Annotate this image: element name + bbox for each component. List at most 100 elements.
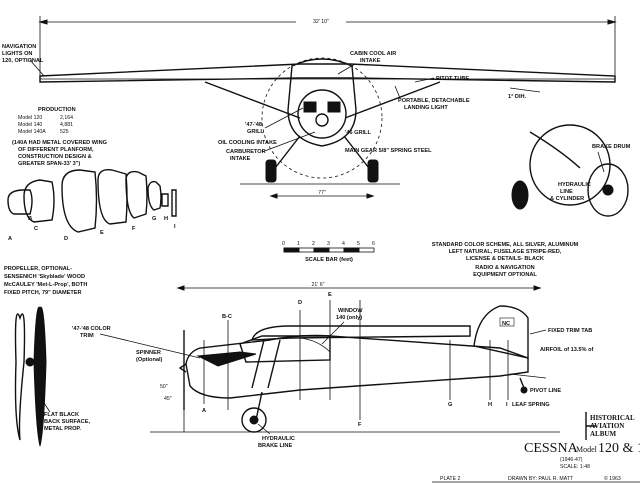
wing-side — [251, 325, 471, 341]
track-arrow-left — [269, 193, 278, 199]
spinner-side — [178, 363, 187, 373]
grill-right — [327, 101, 341, 113]
section-label-e: E — [100, 230, 104, 236]
window-label-2: 140 (only) — [336, 315, 362, 321]
propeller-detail: PROPELLER, OPTIONAL- SENSENICH 'Skyblade… — [4, 266, 90, 447]
production-count-1: 2,164 — [60, 115, 73, 121]
station-label-d: D — [298, 300, 302, 306]
fuselage-front — [287, 58, 357, 147]
strut-right — [344, 81, 441, 119]
section-label-a: A — [8, 236, 12, 242]
length-arrow-left — [176, 285, 185, 291]
carburetor-label-1: CARBURETOR — [226, 149, 266, 155]
station-label-bc: B-C — [222, 314, 232, 320]
section-label-c: C — [34, 226, 38, 232]
pitot-leader — [414, 77, 435, 83]
station-label-i: I — [506, 402, 508, 408]
production-model-3: Model 140A — [18, 129, 46, 135]
brake-gear-leg — [529, 131, 581, 169]
strut-left — [204, 81, 301, 119]
propeller-note-4: FIXED PITCH, 79" DIAMETER — [4, 290, 82, 296]
landing-light-leader — [394, 85, 401, 99]
landing-light-label-1: PORTABLE, DETACHABLE — [398, 98, 470, 104]
brake-detail-circle — [529, 124, 611, 206]
logo-mark — [585, 412, 596, 440]
fuselage-side — [185, 334, 529, 399]
hydraulic-brake-2: BRAKE LINE — [258, 443, 292, 449]
left-notes: NAVIGATION LIGHTS ON 120, OPTIONAL PRODU… — [2, 44, 107, 167]
color-note-3: LICENSE & DETAILS- BLACK — [466, 256, 544, 262]
radio-note-1: RADIO & NAVIGATION — [475, 265, 534, 271]
section-label-d: D — [64, 236, 68, 242]
gear-leg-right — [343, 135, 373, 173]
airfoil-label: AIRFOIL of 13.5% of — [540, 347, 593, 353]
grill-left — [303, 101, 317, 113]
brake-drum-label: BRAKE DRUM — [592, 144, 631, 150]
side-view: 21' 6" NC 50" 45" — [72, 282, 593, 449]
section-label-f: F — [132, 226, 136, 232]
title-model-word: Model — [576, 445, 598, 454]
carburetor-leader — [261, 131, 316, 153]
front-view-wing — [39, 63, 616, 83]
propeller-arc — [261, 57, 383, 179]
cabin-cool-leader — [337, 63, 356, 75]
scale-bar: 0 1 2 3 4 5 6 SCALE BAR (feet) — [282, 241, 375, 263]
production-title: PRODUCTION — [38, 107, 76, 113]
length-arrow-right — [533, 285, 542, 291]
hydraulic-line-2: LINE — [560, 189, 573, 195]
track-label: 77" — [318, 190, 326, 196]
window-140-arc — [299, 337, 331, 353]
color-trim-leader — [99, 333, 201, 359]
cabin-cool-label-1: CABIN COOL AIR — [350, 51, 396, 57]
tail-spring — [519, 377, 525, 389]
prop-blade-right — [33, 306, 47, 447]
vertical-tail — [473, 305, 529, 359]
cowling-outline — [297, 89, 347, 139]
section-e-shape — [97, 169, 128, 225]
carburetor-label-2: INTAKE — [230, 156, 251, 162]
section-d-shape — [61, 169, 98, 233]
height-45: 45" — [164, 396, 172, 402]
fuselage-sections: A B C D E F G H I — [7, 169, 177, 242]
production-count-3: 525 — [60, 129, 69, 135]
hydraulic-brake-1: HYDRAULIC — [262, 436, 295, 442]
spinner-front — [315, 113, 329, 127]
height-50: 50" — [160, 384, 168, 390]
logo-line-3: ALBUM — [590, 430, 616, 438]
logo-line-1: HISTORICAL — [590, 414, 635, 422]
section-label-b: B — [28, 216, 32, 222]
tail-wheel — [520, 386, 528, 394]
brake-wheel-small — [511, 180, 529, 210]
main-gear-side — [255, 391, 263, 421]
nav-lights-2: LIGHTS ON — [2, 51, 32, 57]
cabin-strut-side — [267, 339, 281, 389]
scale-tick-5: 5 — [357, 241, 360, 247]
title-years: (1946-47) — [560, 457, 583, 463]
title-name: CESSNA — [524, 441, 579, 456]
color-note-1: STANDARD COLOR SCHEME, ALL SILVER, ALUMI… — [432, 242, 579, 248]
station-label-h: H — [488, 402, 492, 408]
section-a-shape — [7, 189, 33, 215]
section-h-shape — [161, 193, 169, 207]
registration-mark: NC — [502, 321, 510, 327]
wing140a-4: GREATER SPAN-33' 3") — [18, 161, 80, 167]
prop-blade-left — [14, 313, 26, 441]
dihedral-line — [509, 87, 541, 93]
section-label-g: G — [152, 216, 156, 222]
propeller-note-3: McCAULEY 'Met-L-Prop', BOTH — [4, 282, 87, 288]
wing140a-2: OF DIFFERENT PLANFORM, — [18, 147, 94, 153]
section-i-shape — [171, 189, 177, 217]
front-view: 32' 10" 77" 1° DIH. CABIN COOL AIR INTAK… — [38, 14, 617, 199]
track-arrow-right — [366, 193, 375, 199]
scale-seg-1 — [283, 247, 300, 253]
nav-lights-3: 120, OPTIONAL — [2, 58, 44, 64]
wingspan-label: 32' 10" — [313, 19, 329, 25]
spinner-label-2: (Optional) — [136, 357, 163, 363]
grill47-label-2: GRILL — [247, 129, 264, 135]
span-label-bg — [296, 14, 346, 26]
fixed-trim-label: FIXED TRIM TAB — [548, 328, 592, 334]
section-c-shape — [23, 179, 55, 223]
wheel-left — [265, 159, 277, 183]
wing140a-1: (140A HAD METAL COVERED WING — [12, 140, 107, 146]
